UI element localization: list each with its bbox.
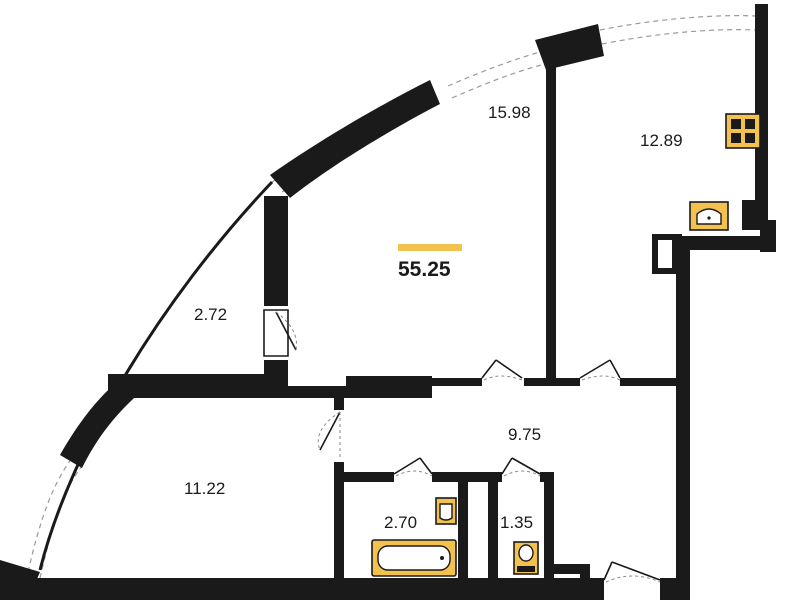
room-area-living: 15.98 xyxy=(488,103,531,122)
room-area-kitchen: 12.89 xyxy=(640,131,683,150)
kitchen-sink-icon xyxy=(689,201,729,231)
doors xyxy=(263,309,661,583)
room-area-storage: 2.72 xyxy=(194,305,227,324)
room-area-wc: 1.35 xyxy=(500,513,533,532)
bathtub-icon xyxy=(371,539,457,577)
total-area-label: 55.25 xyxy=(398,258,451,281)
outer-walls xyxy=(0,4,776,600)
room-area-bathroom: 2.70 xyxy=(384,513,417,532)
interior-walls xyxy=(20,60,690,600)
room-area-bedroom: 11.22 xyxy=(184,479,225,498)
toilet-icon xyxy=(513,541,539,575)
room-area-hall: 9.75 xyxy=(508,425,541,444)
washbasin-icon xyxy=(435,497,457,525)
stove-icon xyxy=(725,113,761,149)
total-area-bar xyxy=(398,244,462,251)
